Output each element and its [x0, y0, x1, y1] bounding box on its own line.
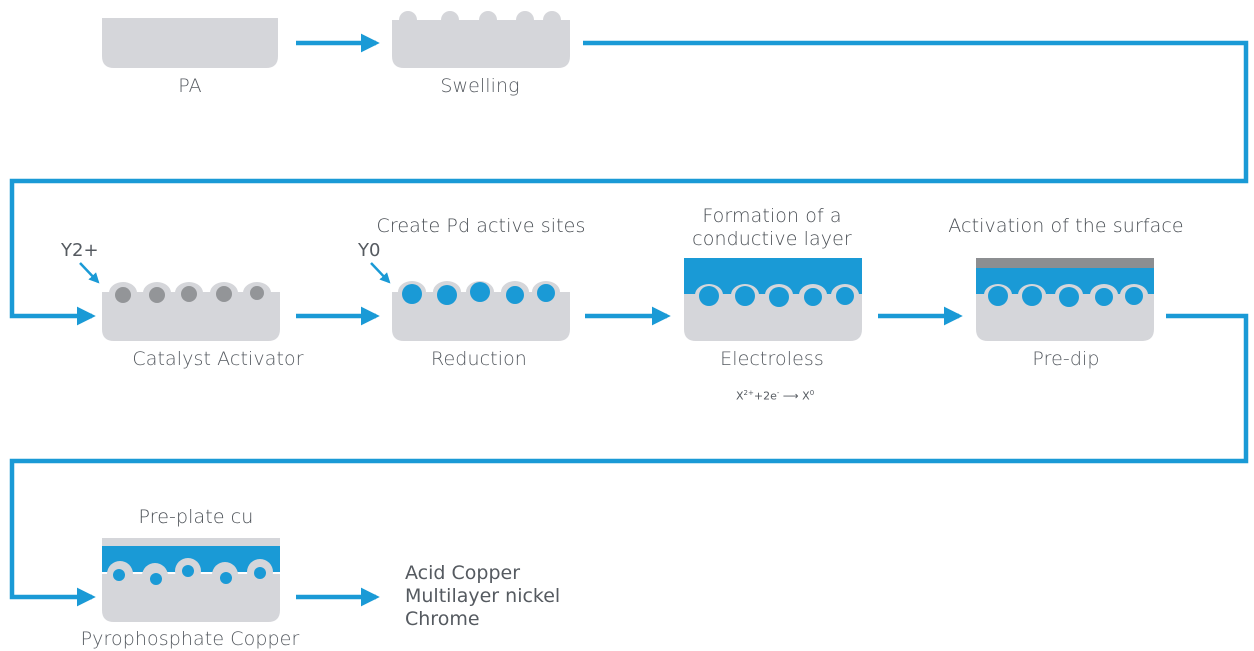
pyrophosphate-copper-label: Pyrophosphate Copper — [80, 628, 300, 650]
reduction-ion-pointer — [370, 262, 391, 284]
predip-substrate — [976, 258, 1154, 341]
reduction-title: Create Pd active sites — [376, 215, 586, 237]
equation-reactant-charge: 2+ — [743, 389, 754, 397]
reduction-label: Reduction — [431, 348, 527, 370]
arrow-swelling-to-catalyst — [9, 40, 1249, 326]
catalyst-substrate — [102, 282, 280, 341]
electroless-title: Formation of a conductive layer — [692, 205, 852, 251]
catalyst-particles — [115, 286, 264, 303]
next-step-acid-copper: Acid Copper — [405, 562, 521, 584]
equation-reactant: X — [736, 389, 744, 403]
reduction-ion-label: Y0 — [358, 240, 381, 261]
flow-connectors — [9, 33, 1249, 607]
predip-particles — [988, 286, 1143, 307]
equation-product-charge: 0 — [809, 389, 815, 397]
catalyst-activator-label: Catalyst Activator — [132, 348, 304, 370]
electroless-label: Electroless — [720, 348, 824, 370]
copper-particles — [113, 565, 266, 585]
pa-substrate — [102, 18, 278, 68]
preplate-title: Pre-plate cu — [138, 506, 254, 528]
electroless-title-line1: Formation of a — [702, 205, 842, 227]
swelling-label: Swelling — [440, 75, 520, 97]
catalyst-ion-label: Y2+ — [61, 240, 99, 261]
equation-electrons: +2e — [753, 389, 777, 403]
equation-product: X — [802, 389, 810, 403]
equation-arrow: ⟶ — [782, 389, 799, 403]
arrow-predip-to-preplate — [9, 313, 1249, 607]
preplate-substrate — [102, 538, 280, 622]
predip-label: Pre-dip — [1032, 348, 1100, 370]
equation-electron-charge: - — [776, 389, 780, 397]
next-step-chrome: Chrome — [405, 608, 480, 630]
swelling-substrate — [392, 11, 570, 68]
palladium-particles — [402, 282, 555, 305]
electroless-title-line2: conductive layer — [692, 228, 852, 250]
reduction-substrate — [392, 281, 570, 341]
pa-label: PA — [178, 75, 202, 97]
catalyst-ion-pointer — [79, 262, 100, 284]
predip-title: Activation of the surface — [948, 215, 1184, 237]
next-step-multilayer-nickel: Multilayer nickel — [405, 585, 561, 607]
electroless-equation: X2++2e- ⟶ X0 — [736, 389, 814, 403]
next-steps-list: Acid Copper Multilayer nickel Chrome — [405, 562, 560, 631]
electroless-substrate — [684, 258, 862, 341]
electroless-particles — [699, 286, 854, 307]
